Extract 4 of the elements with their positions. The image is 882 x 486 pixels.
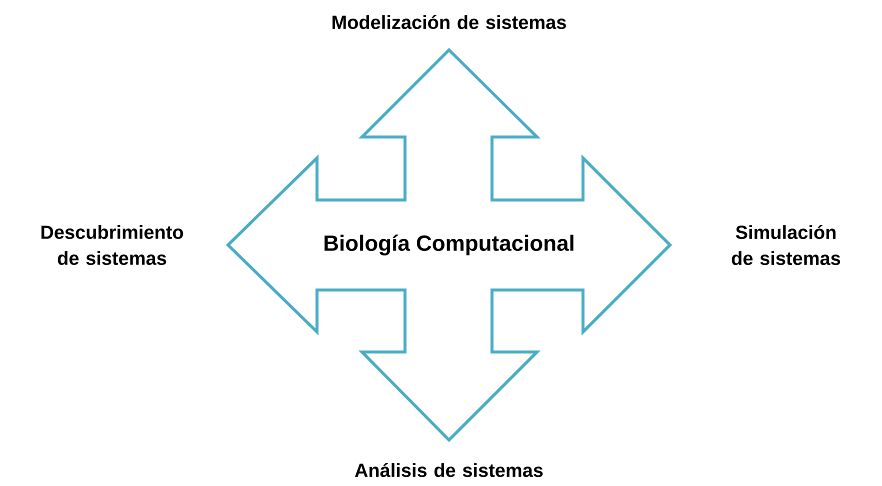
- label-text: Análisis de sistemas: [354, 462, 543, 478]
- label-text: Simulación de sistemas: [732, 224, 840, 266]
- label-text: Descubrimiento de sistemas: [42, 225, 184, 265]
- label-text: Modelización de sistemas: [332, 14, 566, 30]
